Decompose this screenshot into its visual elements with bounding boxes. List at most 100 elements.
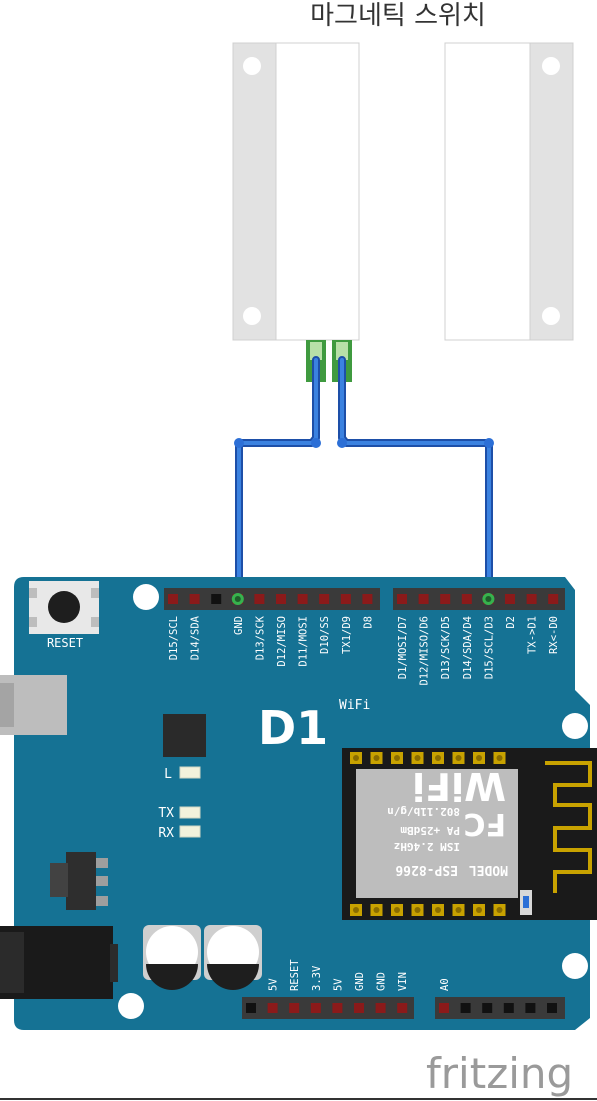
diagram-title: 마그네틱 스위치 xyxy=(310,1,486,31)
mount-hole-icon xyxy=(542,57,560,75)
header-pin xyxy=(276,594,286,604)
status-leds: L TX RX xyxy=(158,766,201,841)
pin-label: D13/SCK xyxy=(254,615,266,660)
pin-label: D14/SDA xyxy=(190,615,202,660)
pin-label: VIN xyxy=(397,972,409,991)
connected-pin-core xyxy=(485,596,492,602)
board-mount-hole-icon xyxy=(562,713,588,739)
pin-label: 5V xyxy=(268,978,280,991)
header-pin xyxy=(289,1003,300,1013)
magnetic-switch-sensor xyxy=(232,42,360,341)
pin-label: D12/MISO/D6 xyxy=(419,616,431,686)
module-pad-hole xyxy=(414,907,421,913)
module-standard: 802.11b/g/n xyxy=(387,805,460,818)
board-mount-hole-icon xyxy=(118,993,144,1019)
pin-label: 3.3V xyxy=(311,965,323,991)
header-pin xyxy=(503,1003,514,1013)
pin-label: D13/SCK/D5 xyxy=(440,616,452,679)
wifi-logo: WiFi xyxy=(412,764,506,808)
header-pin xyxy=(397,1003,408,1013)
header-pin xyxy=(547,1003,557,1013)
pin-label: 5V xyxy=(332,978,344,991)
module-pad-hole xyxy=(455,755,462,761)
module-pad-hole xyxy=(435,755,441,761)
pin-label: A0 xyxy=(439,978,451,991)
board-mount-hole-icon xyxy=(133,584,159,610)
capacitors xyxy=(143,925,262,990)
reset-button[interactable] xyxy=(29,581,99,634)
led-label-rx: RX xyxy=(158,826,174,841)
header-pin xyxy=(439,1003,449,1013)
module-power: PA +25dBm xyxy=(400,824,460,837)
header-pin xyxy=(460,1003,471,1013)
module-pad-hole xyxy=(476,755,482,761)
pin-label: D12/MISO xyxy=(276,616,288,667)
board-logo: D1 xyxy=(258,701,328,755)
header-bottom-left xyxy=(242,997,414,1019)
module-pad-hole xyxy=(455,907,462,913)
pin-label: D14/SDA/D4 xyxy=(462,616,474,679)
module-pad-hole xyxy=(476,907,482,913)
header-pin xyxy=(310,1003,321,1013)
mount-hole-icon xyxy=(243,307,261,325)
module-pad-hole xyxy=(373,907,380,913)
header-pin xyxy=(482,1003,493,1013)
header-pin xyxy=(189,594,200,604)
module-pad-hole xyxy=(435,907,441,913)
usb-chip xyxy=(163,714,206,757)
pin-label: D15/SCL/D3 xyxy=(483,616,495,679)
header-pin xyxy=(254,594,265,604)
fc-logo: FC xyxy=(463,806,506,841)
pin-label: D2 xyxy=(505,616,517,629)
header-pin xyxy=(548,594,559,604)
pin-label: D10/SS xyxy=(319,616,331,654)
header-pin xyxy=(332,1003,343,1013)
header-pin xyxy=(440,594,451,604)
module-model-label: MODEL xyxy=(469,862,508,877)
wires xyxy=(234,356,494,604)
header-pin xyxy=(362,594,373,604)
header-pin xyxy=(525,1003,536,1013)
module-model: ESP-8266 xyxy=(395,862,458,877)
fritzing-logo: fritzing xyxy=(426,1049,573,1098)
module-pad-hole xyxy=(373,755,380,761)
module-pad-hole xyxy=(414,755,421,761)
header-pin xyxy=(354,1003,364,1013)
module-pad-hole xyxy=(394,755,400,761)
module-ism: ISM 2.4GHz xyxy=(394,840,460,853)
pin-label: GND xyxy=(233,616,245,635)
pin-label: RESET xyxy=(289,959,301,991)
header-pins xyxy=(168,593,559,1013)
board-logo-wifi: WiFi xyxy=(339,698,370,713)
header-pin xyxy=(168,594,178,604)
header-pin xyxy=(297,594,308,604)
header-top-right xyxy=(393,588,565,610)
led-label-l: L xyxy=(164,767,172,782)
header-pin xyxy=(267,1003,278,1013)
header-pin xyxy=(340,594,351,604)
reset-label: RESET xyxy=(47,636,83,650)
esp8266-module xyxy=(342,748,597,920)
module-pad-hole xyxy=(353,907,359,913)
magnetic-switch-magnet xyxy=(444,42,574,341)
mount-hole-icon xyxy=(243,57,261,75)
pin-label: RX<-D0 xyxy=(548,616,560,654)
header-pin xyxy=(211,594,222,604)
pin-label: D11/MOSI xyxy=(298,616,310,667)
voltage-regulator xyxy=(50,852,108,910)
pin-label: D1/MOSI/D7 xyxy=(397,616,409,679)
usb-connector xyxy=(0,675,67,735)
module-shield-text: MODEL ESP-8266 ISM 2.4GHz PA +25dBm 802.… xyxy=(387,764,508,877)
header-pin xyxy=(319,594,330,604)
header-pin xyxy=(397,594,407,604)
module-pad-hole xyxy=(353,755,359,761)
module-pad-hole xyxy=(496,755,503,761)
dc-power-jack xyxy=(0,926,118,999)
header-pin xyxy=(375,1003,386,1013)
connected-pin-core xyxy=(234,596,241,602)
module-pad-hole xyxy=(496,907,503,913)
pin-label: TX1/D9 xyxy=(341,616,353,654)
